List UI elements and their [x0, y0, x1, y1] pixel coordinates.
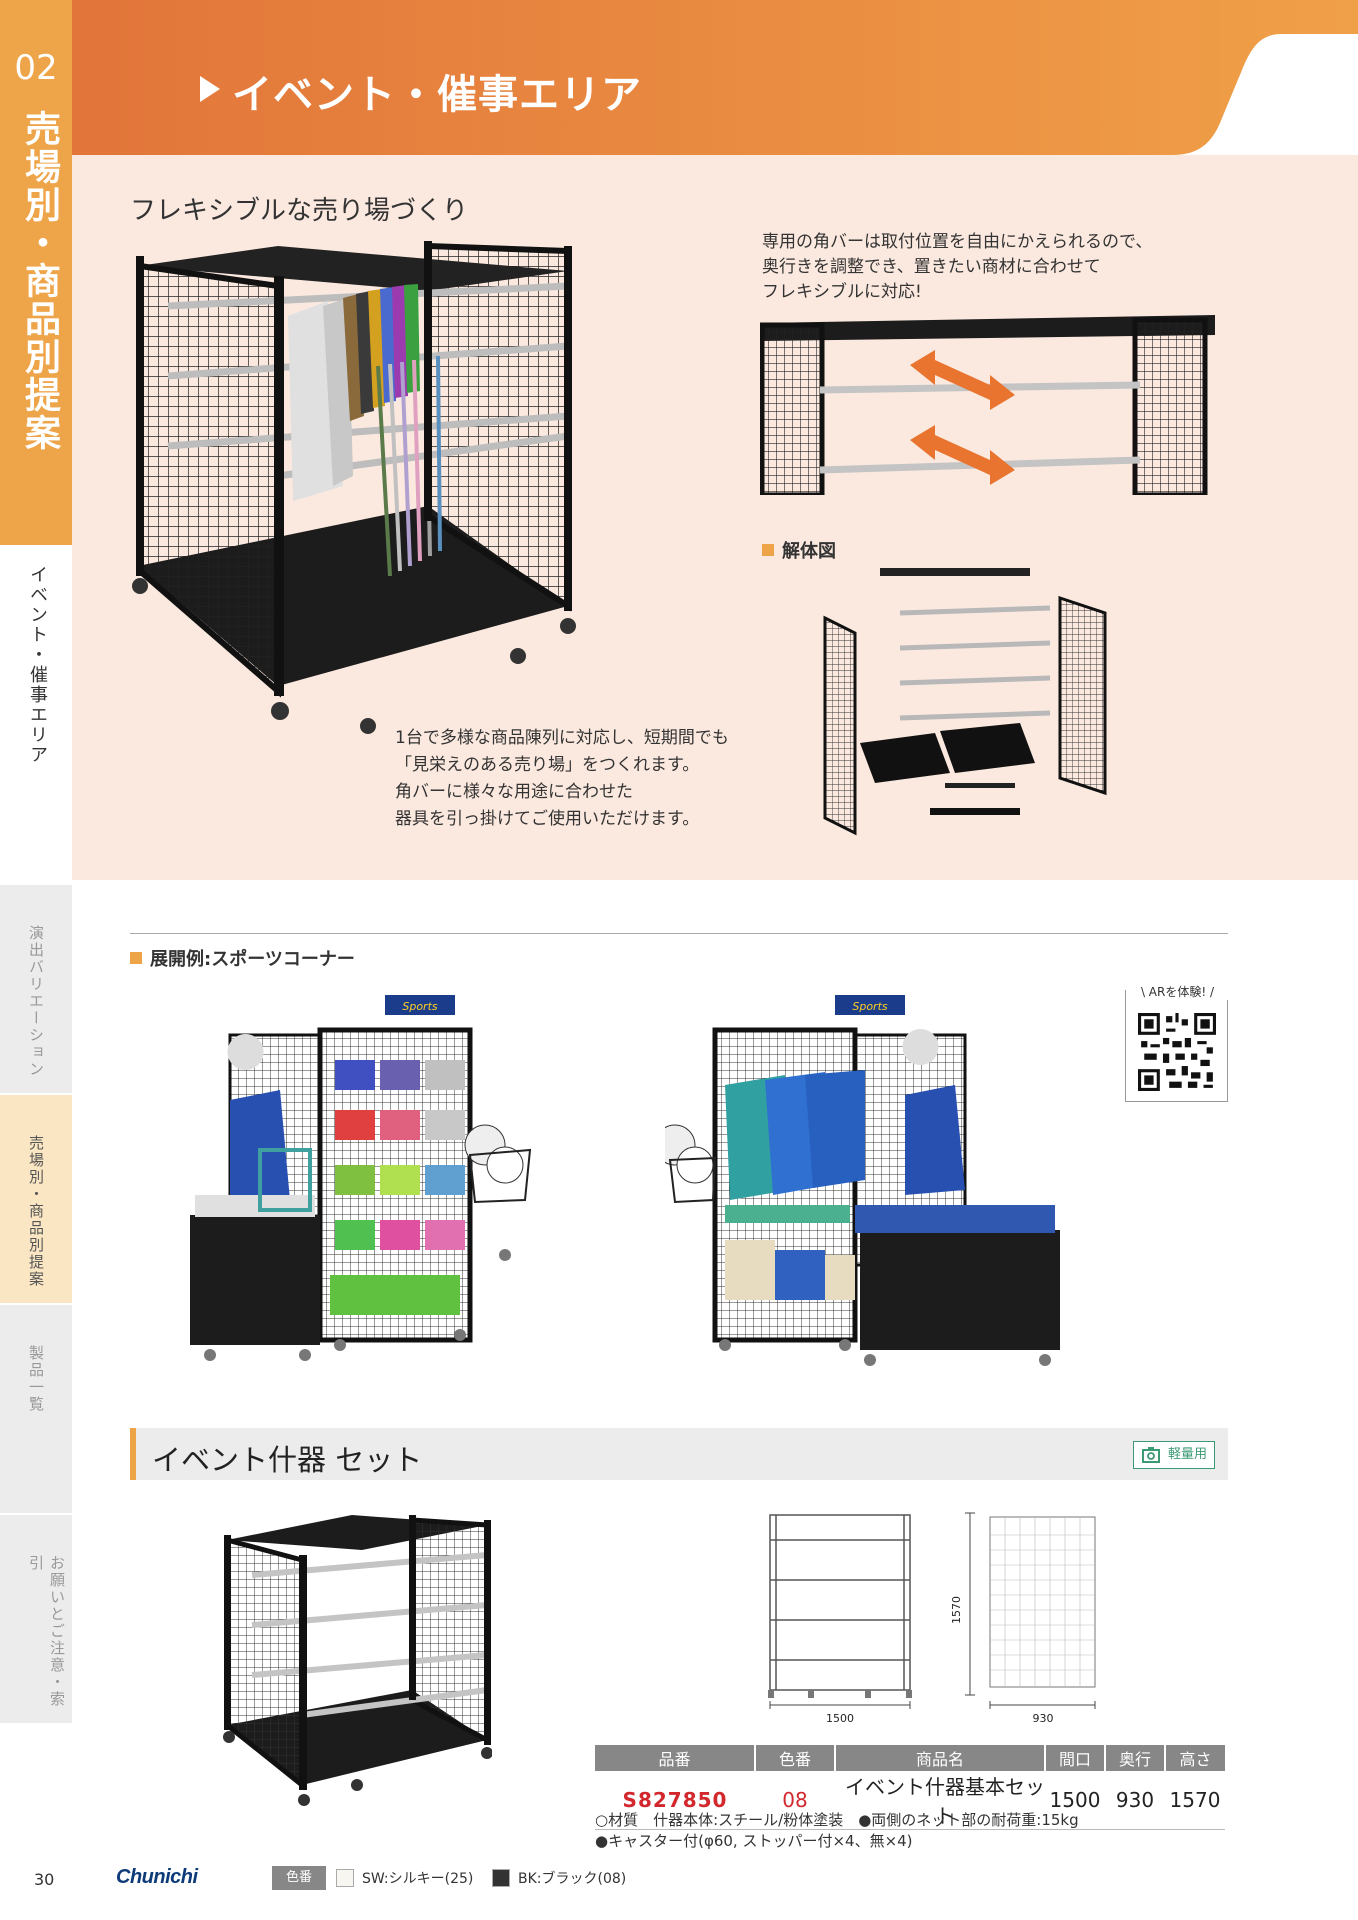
- header-name: 商品名: [834, 1745, 1045, 1771]
- exploded-view-label: 解体図: [762, 537, 836, 563]
- ar-experience-box[interactable]: \ ARを体験! /: [1125, 983, 1229, 1102]
- color-legend-silky: SW:シルキー(25): [362, 1871, 474, 1887]
- active-section-label: イベント・催事エリア: [27, 565, 48, 765]
- product-title-band: [130, 1428, 1228, 1480]
- example-label: 展開例:スポーツコーナー: [130, 945, 355, 971]
- color-swatch-black: [492, 1869, 510, 1887]
- weight-icon: [1142, 1447, 1160, 1463]
- color-swatch-silky: [336, 1869, 354, 1887]
- qr-code-icon[interactable]: [1138, 1013, 1216, 1091]
- square-bullet-icon: [762, 544, 774, 556]
- brand-logo: Chunichi: [116, 1866, 198, 1888]
- title-triangle-icon: [200, 76, 220, 102]
- adjustable-bar-photo: [760, 315, 1215, 495]
- page-title: イベント・催事エリア: [232, 72, 642, 118]
- square-bullet-icon: [130, 952, 142, 964]
- side-tab-variations[interactable]: 演出バリエーション: [0, 885, 72, 1093]
- product-code: S827850: [595, 1771, 755, 1830]
- side-tab-main[interactable]: [0, 0, 72, 545]
- header-code: 品番: [595, 1745, 755, 1771]
- table-row: S827850 08 イベント什器基本セット 1500 930 1570: [595, 1771, 1225, 1830]
- header-height: 高さ: [1164, 1745, 1225, 1771]
- side-tab-active[interactable]: [0, 545, 72, 885]
- main-rack-photo: [132, 241, 576, 734]
- sports-corner-photo-2: Sports: [665, 995, 1060, 1366]
- dim-depth: 930: [1033, 1712, 1054, 1725]
- sports-sign-text: Sports: [402, 1000, 438, 1013]
- color-legend-black: BK:ブラック(08): [518, 1871, 627, 1887]
- side-tab-product-list[interactable]: 製品一覧: [0, 1305, 72, 1513]
- side-tab-store-proposals[interactable]: 売場別・商品別提案: [0, 1095, 72, 1303]
- side-tab-label: お願いとご注意・索引: [27, 1555, 66, 1708]
- spec-header-row: 品番 色番 商品名 間口 奥行 高さ: [595, 1745, 1225, 1771]
- chapter-number: 02: [14, 48, 58, 88]
- dim-width: 1500: [826, 1712, 854, 1725]
- side-tab-notes-index[interactable]: お願いとご注意・索引: [0, 1515, 72, 1723]
- page-header: イベント・催事エリア: [72, 0, 1358, 155]
- feature-heading: フレキシブルな売り場づくり: [130, 196, 469, 226]
- side-tab-label: 製品一覧: [27, 1345, 45, 1413]
- sports-corner-photo-1: Sports: [190, 995, 532, 1361]
- header-banner: [72, 0, 1358, 155]
- color-legend-label: 色番: [272, 1866, 326, 1890]
- header-color: 色番: [754, 1745, 835, 1771]
- chapter-label: 売場別・商品別提案: [19, 110, 60, 452]
- product-depth: 930: [1105, 1771, 1165, 1830]
- dimension-drawing: 1570 1500 930: [768, 1512, 1096, 1725]
- header-depth: 奥行: [1104, 1745, 1165, 1771]
- feature-caption: 1台で多様な商品陳列に対応し、短期間でも 「見栄えのある売り場」をつくれます。 …: [395, 728, 729, 829]
- spec-table: 品番 色番 商品名 間口 奥行 高さ S827850 08 イベント什器基本セッ…: [595, 1745, 1225, 1830]
- product-height: 1570: [1165, 1771, 1225, 1830]
- product-width: 1500: [1045, 1771, 1105, 1830]
- sports-sign-text: Sports: [852, 1000, 888, 1013]
- side-tab-label: 演出バリエーション: [27, 925, 45, 1078]
- header-width: 間口: [1044, 1745, 1105, 1771]
- light-duty-badge: 軽量用: [1133, 1441, 1215, 1469]
- product-color-code: 08: [755, 1771, 835, 1830]
- product-photo: [223, 1515, 492, 1806]
- exploded-diagram: [823, 568, 1107, 836]
- adjust-description: 専用の角バーは取付位置を自由にかえられるので、 奥行きを調整でき、置きたい商材に…: [762, 232, 1153, 302]
- side-navigation: 02 売場別・商品別提案 イベント・催事エリア 演出バリエーション 売場別・商品…: [0, 0, 72, 1920]
- product-notes: ○材質 什器本体:スチール/粉体塗装 ●両側のネット部の耐荷重:15kg ●キャ…: [595, 1811, 1079, 1850]
- dim-height: 1570: [950, 1596, 963, 1624]
- ar-label: \ ARを体験! /: [1126, 983, 1229, 1000]
- product-title: イベント什器 セット: [152, 1443, 423, 1477]
- side-tab-label: 売場別・商品別提案: [27, 1135, 45, 1288]
- section-divider: [130, 933, 1228, 934]
- product-name: イベント什器基本セット: [835, 1771, 1045, 1830]
- page-number: 30: [34, 1870, 55, 1889]
